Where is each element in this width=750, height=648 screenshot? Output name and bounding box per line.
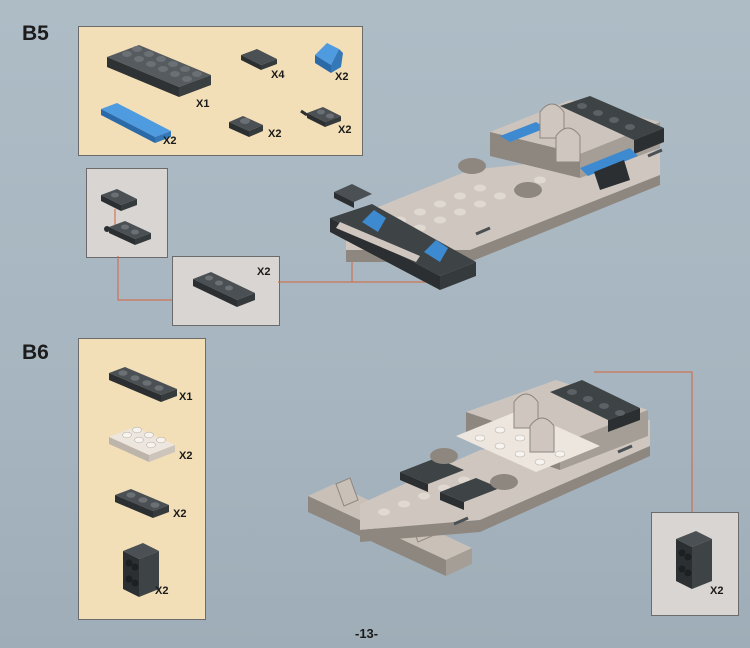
- b6-parts-panel: X1 X2 X2 X2: [78, 338, 206, 620]
- qty-tan-plate: X2: [179, 450, 193, 462]
- step-label-b6: B6: [22, 341, 49, 364]
- b5-subassembly-steps: [86, 168, 168, 258]
- dark-plate-bar-icon: [300, 107, 341, 127]
- subassembly-result-illustration: [193, 272, 255, 307]
- dark-jumper-icon: [229, 116, 263, 137]
- qty-dark-tile: X4: [271, 69, 285, 81]
- b6-parts-illustration: [109, 367, 177, 597]
- blue-slope-icon: [315, 43, 343, 73]
- qty-callout: X2: [710, 585, 724, 597]
- subassembly-illustration: [101, 189, 151, 245]
- blue-tile-1x6-icon: [101, 103, 171, 143]
- qty-blue-tile: X2: [163, 135, 177, 147]
- b5-subassembly-result: X2: [172, 256, 280, 326]
- dark-tile-1x2-icon: [241, 49, 277, 70]
- qty-plate-bar: X2: [338, 124, 352, 136]
- dark-bracket-icon: [123, 543, 159, 597]
- qty-plate-2x6: X1: [196, 98, 210, 110]
- qty-plate-1x3: X2: [173, 508, 187, 520]
- b6-callout-panel: X2: [651, 512, 739, 616]
- dark-plate-1x3-icon: [115, 489, 169, 518]
- qty-jumper: X2: [268, 128, 282, 140]
- dark-plate-2x6-icon: [107, 45, 211, 97]
- qty-blue-slope: X2: [335, 71, 349, 83]
- b5-parts-panel: X1 X2 X4 X2 X2 X2: [78, 26, 363, 156]
- b5-parts-illustration: [101, 43, 343, 143]
- tan-plate-2x4-icon: [109, 426, 175, 462]
- qty-bracket: X2: [155, 585, 169, 597]
- qty-subassembly: X2: [257, 266, 271, 278]
- callout-bracket-illustration: [676, 531, 712, 589]
- page-number: -13-: [355, 626, 379, 641]
- step-label-b5: B5: [22, 22, 49, 45]
- qty-plate-1x4: X1: [179, 391, 193, 403]
- dark-plate-1x4-icon: [109, 367, 177, 402]
